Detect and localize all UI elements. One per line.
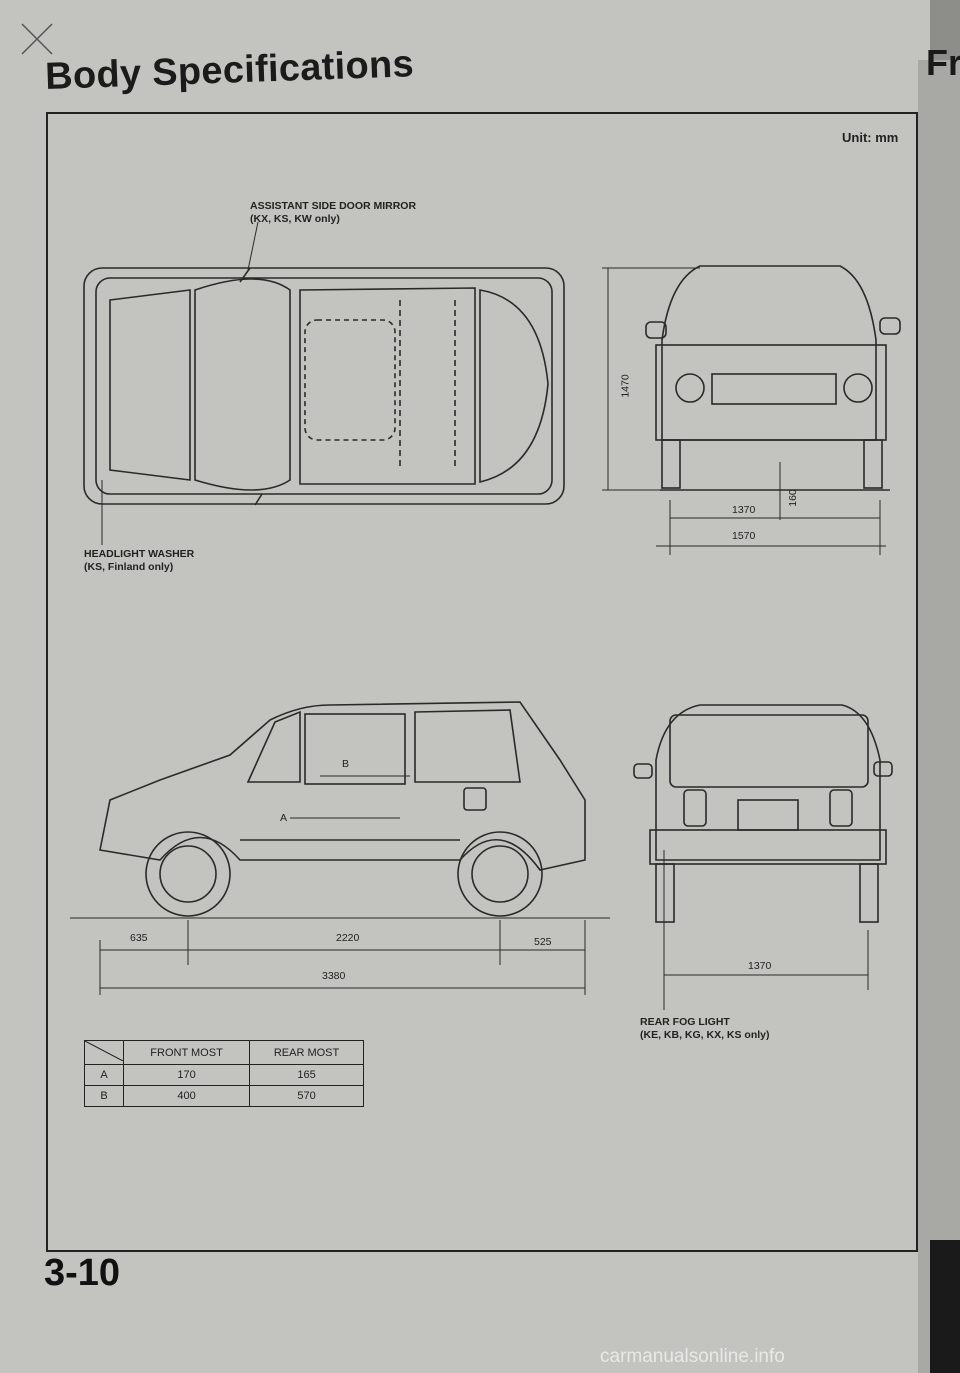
manual-page [0, 0, 930, 1373]
watermark-text: carmanualsonline.info [600, 1346, 785, 1367]
seat-position-table: FRONT MOST REAR MOST A 170 165 B 400 570 [84, 1040, 364, 1107]
overall-width-dimension: 1570 [732, 530, 756, 542]
top-view-drawing [83, 221, 565, 545]
table-row: B 400 570 [84, 1085, 364, 1107]
page-shadow [930, 1240, 960, 1373]
table-cell-rear: 570 [249, 1085, 364, 1107]
mirror-callout: ASSISTANT SIDE DOOR MIRROR (KX, KS, KW o… [250, 200, 416, 226]
washer-callout-note: (KS, Finland only) [84, 561, 174, 573]
rear-view-drawing [633, 704, 893, 1010]
washer-callout-title: HEADLIGHT WASHER [84, 548, 195, 560]
table-row-label: A [84, 1064, 124, 1086]
rear-track-dimension: 1370 [748, 960, 772, 972]
vehicle-drawings [70, 221, 901, 1010]
height-dimension: 1470 [619, 374, 632, 398]
mirror-callout-title: ASSISTANT SIDE DOOR MIRROR [250, 200, 417, 212]
table-header-row: FRONT MOST REAR MOST [84, 1040, 364, 1065]
table-cell-front: 400 [122, 1085, 251, 1107]
ground-clearance-dimension: 160 [786, 489, 799, 507]
table-cell-rear: 165 [249, 1064, 364, 1086]
front-view-drawing [602, 265, 901, 555]
spec-frame [46, 112, 918, 1252]
washer-callout: HEADLIGHT WASHER (KS, Finland only) [84, 548, 194, 574]
diagonal-divider-icon [84, 1040, 124, 1062]
mirror-callout-note: (KX, KS, KW only) [250, 213, 340, 225]
next-page-title: Fra [926, 42, 960, 83]
table-row-label: B [84, 1085, 124, 1107]
table-corner-cell [84, 1040, 124, 1065]
front-track-dimension: 1370 [732, 504, 756, 516]
marker-a: A [280, 812, 288, 824]
fog-light-callout-title: REAR FOG LIGHT [640, 1016, 730, 1028]
fog-light-callout: REAR FOG LIGHT (KE, KB, KG, KX, KS only) [640, 1016, 770, 1042]
unit-label: Unit: mm [842, 130, 899, 145]
table-cell-front: 170 [122, 1064, 251, 1086]
side-view-drawing [70, 701, 610, 995]
table-header-front: FRONT MOST [122, 1040, 251, 1065]
marker-b: B [342, 758, 350, 770]
rear-overhang-dimension: 525 [534, 936, 552, 948]
table-header-rear: REAR MOST [249, 1040, 364, 1065]
adjacent-page-edge [918, 60, 960, 1373]
wheelbase-dimension: 2220 [336, 932, 360, 944]
page-number: 3-10 [44, 1252, 121, 1294]
table-row: A 170 165 [84, 1064, 364, 1086]
front-overhang-dimension: 635 [130, 932, 148, 944]
cross-mark-icon [21, 23, 53, 55]
overall-length-dimension: 3380 [322, 970, 346, 982]
fog-light-callout-note: (KE, KB, KG, KX, KS only) [640, 1029, 770, 1041]
